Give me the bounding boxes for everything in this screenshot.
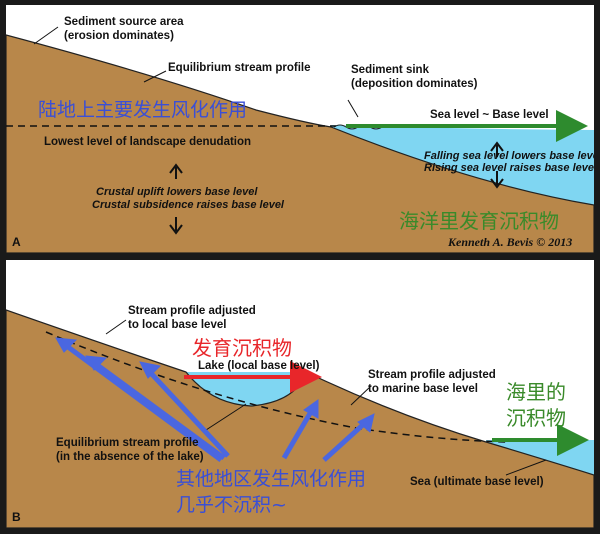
leader-sea bbox=[505, 459, 547, 476]
cn-other-weathering: 其他地区发生风化作用 bbox=[176, 468, 367, 490]
label-sea-level: Sea level ~ Base level bbox=[430, 109, 549, 121]
label-uplift: Crustal uplift lowers base level bbox=[96, 186, 258, 198]
panel-a-diagram bbox=[6, 26, 594, 253]
leader-sink bbox=[347, 99, 359, 118]
label-absence-lake: (in the absence of the lake) bbox=[56, 451, 204, 463]
label-marine-adjusted: Stream profile adjusted bbox=[368, 369, 496, 381]
leader-equilibrium bbox=[205, 403, 247, 431]
equilibrium-dashed-profile bbox=[45, 331, 507, 443]
label-sediment-source: Sediment source area bbox=[64, 16, 184, 28]
label-marine-base: to marine base level bbox=[368, 383, 478, 395]
down-arrow-icon bbox=[169, 217, 183, 235]
label-equilibrium-profile: Equilibrium stream profile bbox=[168, 62, 311, 74]
label-subsidence: Crustal subsidence raises base level bbox=[92, 199, 284, 211]
panel-a: Sediment source area (erosion dominates)… bbox=[6, 5, 594, 253]
cn-sea-label-1: 海里的 bbox=[506, 380, 566, 404]
sea-up-arrow-icon bbox=[490, 141, 504, 157]
leader-marine bbox=[350, 385, 372, 406]
panel-a-letter: A bbox=[12, 235, 21, 249]
label-falling-sea: Falling sea level lowers base level bbox=[424, 150, 594, 162]
label-equilibrium: Equilibrium stream profile bbox=[56, 437, 199, 449]
credit: Kenneth A. Bevis © 2013 bbox=[448, 235, 573, 249]
land-profile bbox=[6, 34, 594, 253]
cn-lake-sediment: 发育沉积物 bbox=[192, 336, 292, 360]
sea-water bbox=[331, 125, 594, 205]
label-sediment-sink: Sediment sink bbox=[351, 64, 429, 76]
leader-local bbox=[105, 319, 127, 335]
blue-weathering-arrows bbox=[55, 337, 375, 463]
label-local-adjusted: Stream profile adjusted bbox=[128, 305, 256, 317]
cn-sea-sediment: 海洋里发育沉积物 bbox=[399, 209, 559, 233]
panel-b: Stream profile adjusted to local base le… bbox=[6, 260, 594, 528]
lake-water bbox=[186, 372, 306, 406]
label-deposition-dominates: (deposition dominates) bbox=[351, 78, 478, 90]
label-lowest-level: Lowest level of landscape denudation bbox=[44, 136, 252, 148]
sea-down-arrow-icon bbox=[490, 171, 504, 189]
panel-b-letter: B bbox=[12, 510, 21, 524]
label-rising-sea: Rising sea level raises base level bbox=[424, 162, 594, 174]
panel-b-diagram bbox=[6, 309, 594, 528]
cn-little-deposit: 几乎不沉积~ bbox=[176, 494, 287, 516]
leader-source bbox=[33, 26, 59, 45]
label-erosion-dominates: (erosion dominates) bbox=[64, 30, 174, 42]
label-sea-ultimate: Sea (ultimate base level) bbox=[410, 476, 544, 488]
cn-land-weathering: 陆地上主要发生风化作用 bbox=[38, 99, 248, 121]
cn-sea-label-2: 沉积物 bbox=[506, 406, 566, 430]
label-lake: Lake (local base level) bbox=[198, 360, 320, 372]
up-arrow-icon bbox=[169, 163, 183, 179]
leader-profile bbox=[143, 70, 167, 83]
label-local-base: to local base level bbox=[128, 319, 227, 331]
